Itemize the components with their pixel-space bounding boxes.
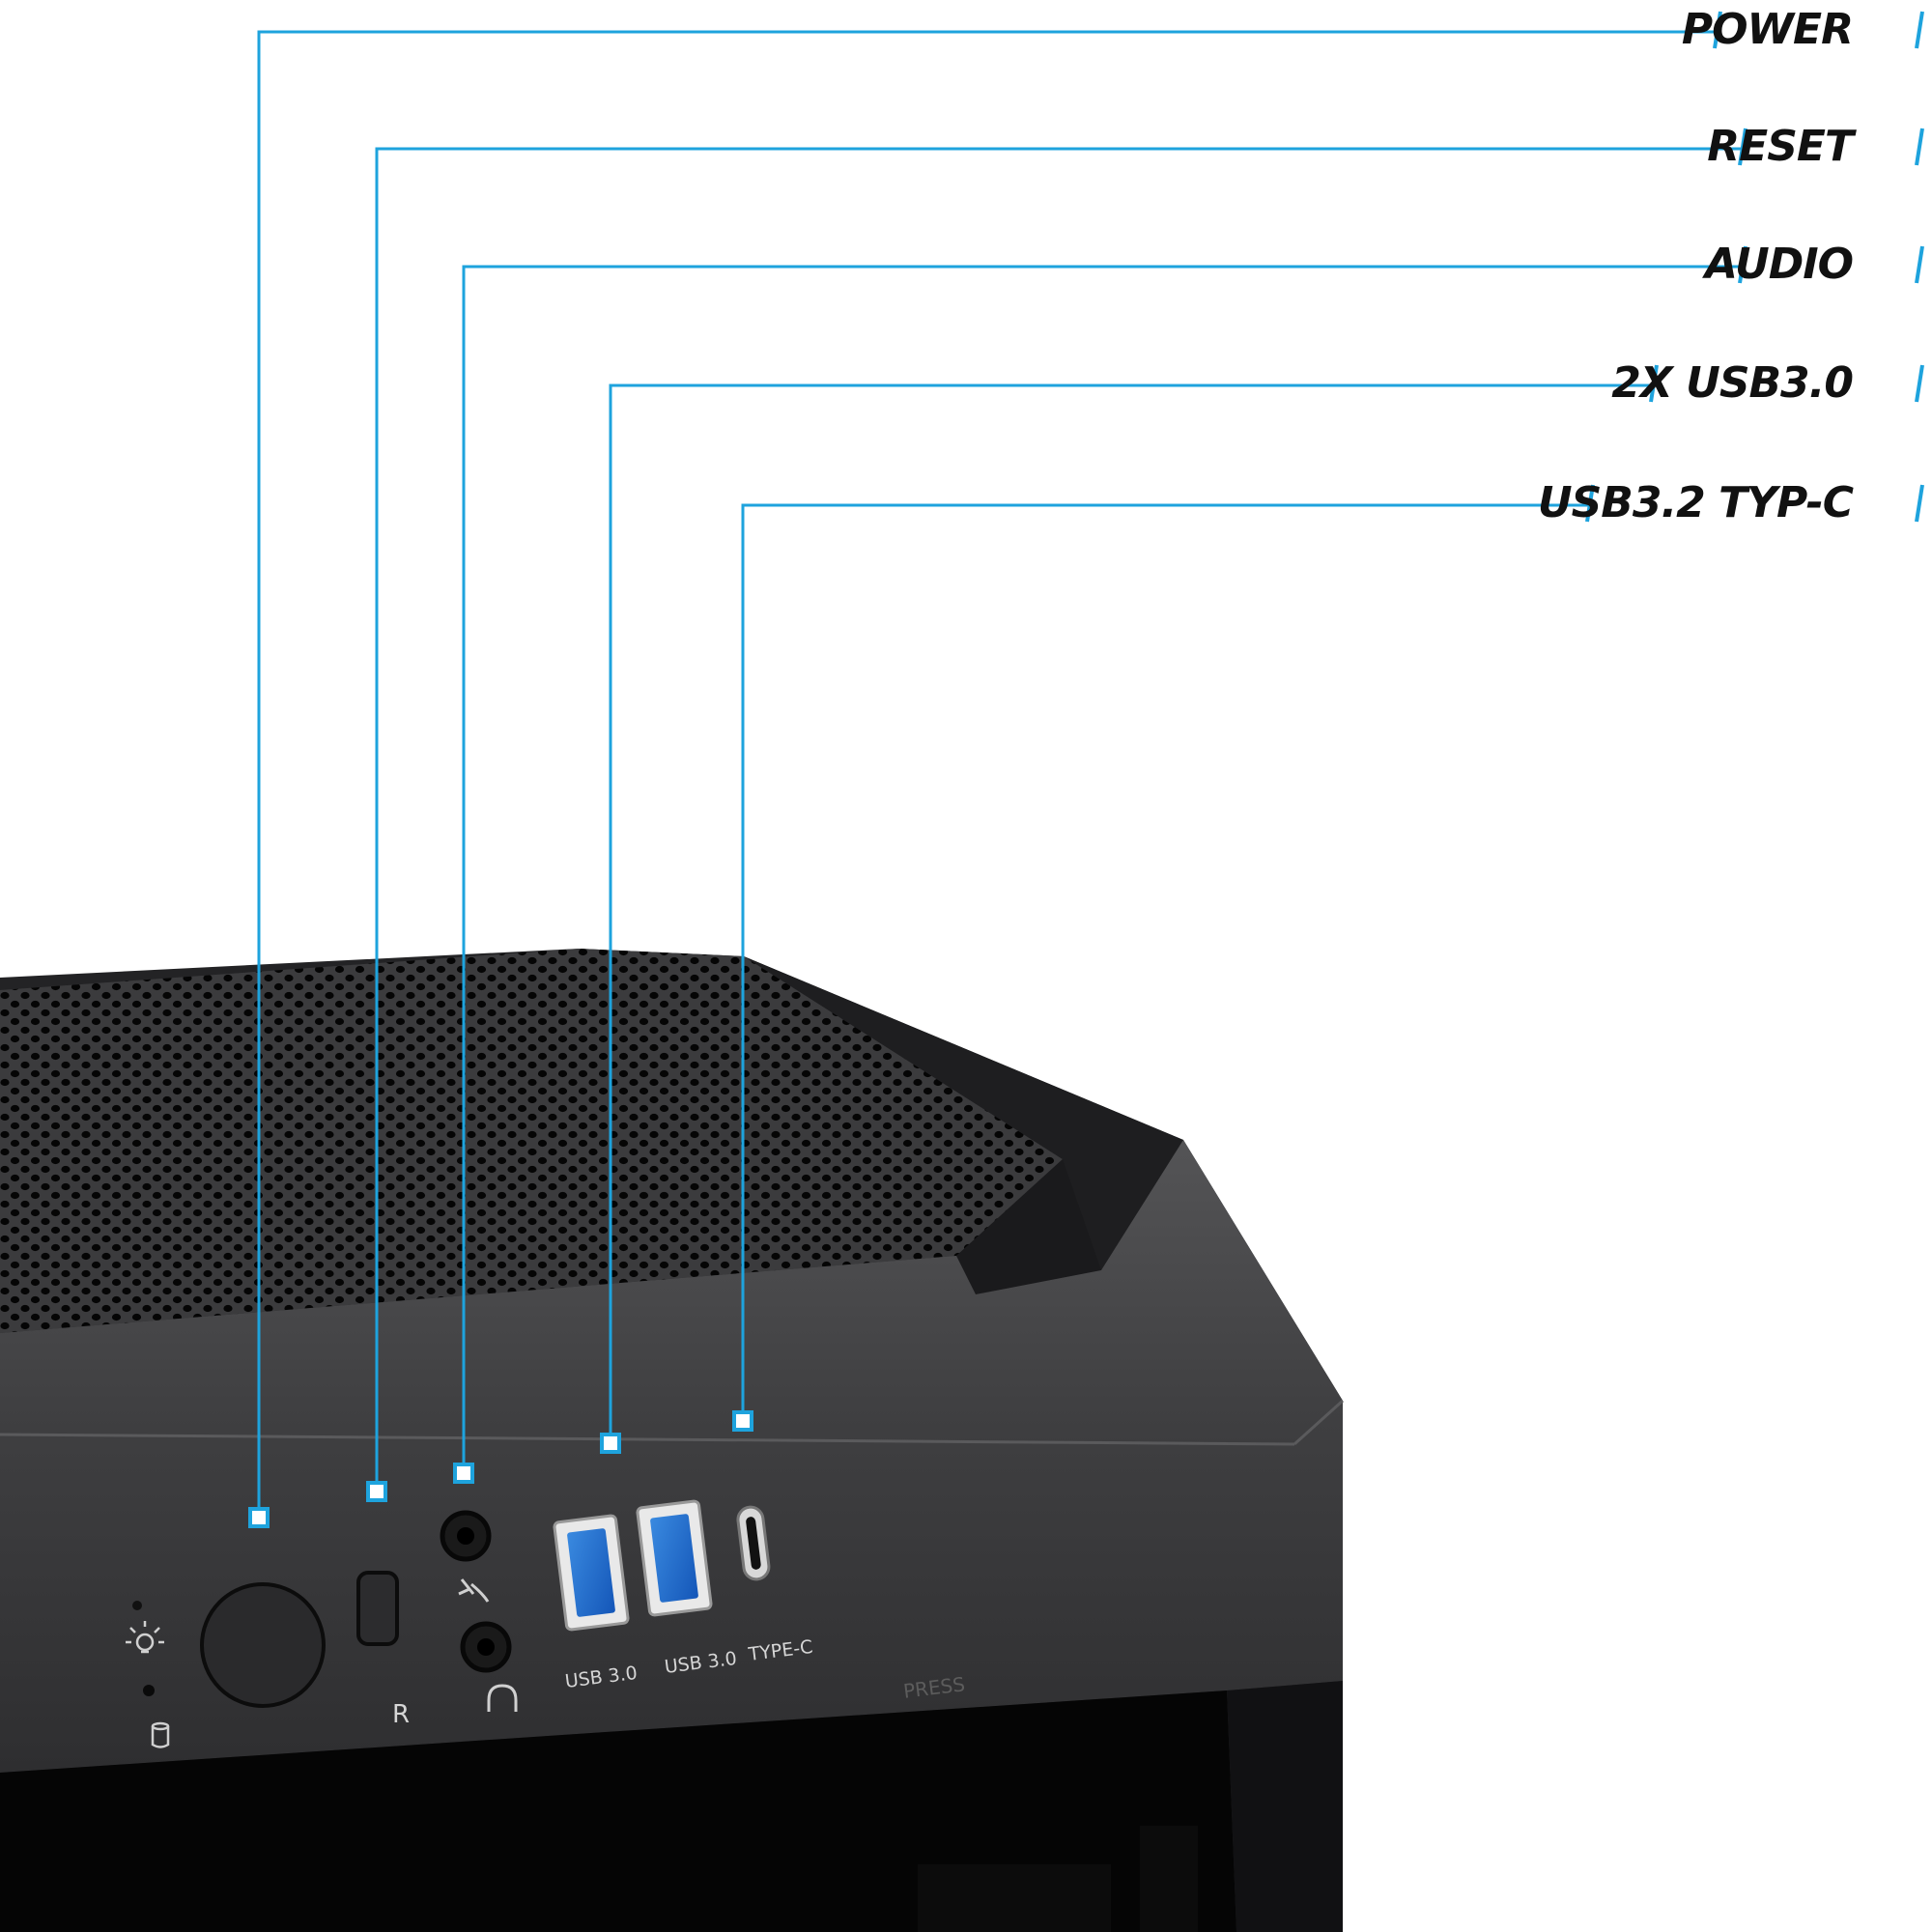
audio-leader-line [462,265,1743,1473]
power-led-dot [132,1601,142,1610]
callout-markers [248,1410,753,1528]
case-right-side [1227,1401,1343,1932]
hdd-led-icon [151,1721,170,1748]
front-io-controls [126,1499,771,1748]
audio-slash-left [1738,245,1747,284]
hdd-led-dot [143,1685,155,1696]
callout-lines [257,30,1743,1517]
power-led-icon [126,1621,164,1654]
usb30-leader-line [609,384,1654,1443]
top-inner-frame [956,1159,1101,1294]
callout-label-typec: USB3.2 TYP-C [1537,478,1854,527]
typec-slash-left [1585,484,1595,523]
internal-fan-hint [918,1826,1198,1932]
usb30-slash-left [1649,364,1659,403]
reset-slash-left [1738,128,1747,166]
top-mesh-rim-right [744,956,1183,1270]
typec-slash-right [1915,484,1924,523]
callout-label-audio: AUDIO [1704,240,1854,289]
bevel-edge-right [1293,1399,1345,1446]
callout-label-reset: RESET [1707,122,1854,171]
callout-label-power: POWER [1681,5,1854,54]
front-bevel [0,1140,1343,1444]
power-button[interactable] [200,1582,326,1708]
reset-marker [366,1481,387,1502]
headphone-icon [487,1684,518,1712]
reset-button[interactable] [356,1571,399,1646]
reset-slash-right [1915,128,1924,166]
callout-slashes [1585,11,1924,523]
bevel-edge-highlight [0,1433,1295,1446]
audio-slash-right [1915,245,1924,284]
power-slash-right [1915,11,1924,49]
microphone-icon [458,1578,490,1603]
reset-leader-line [375,147,1743,1492]
power-marker [248,1507,270,1528]
reset-port-label: R [392,1700,411,1729]
typec-leader-line [741,503,1590,1421]
callout-label-usb30: 2X USB3.0 [1611,358,1854,408]
top-mesh-panel [0,949,1063,1333]
audio-marker [453,1463,474,1484]
power-slash-left [1713,11,1722,49]
pc-case [0,949,1345,1932]
power-leader-line [257,30,1718,1517]
typec-marker [732,1410,753,1432]
usb30-slash-right [1915,364,1924,403]
usb30-marker [600,1433,621,1454]
front-glass-window [0,1690,1236,1932]
